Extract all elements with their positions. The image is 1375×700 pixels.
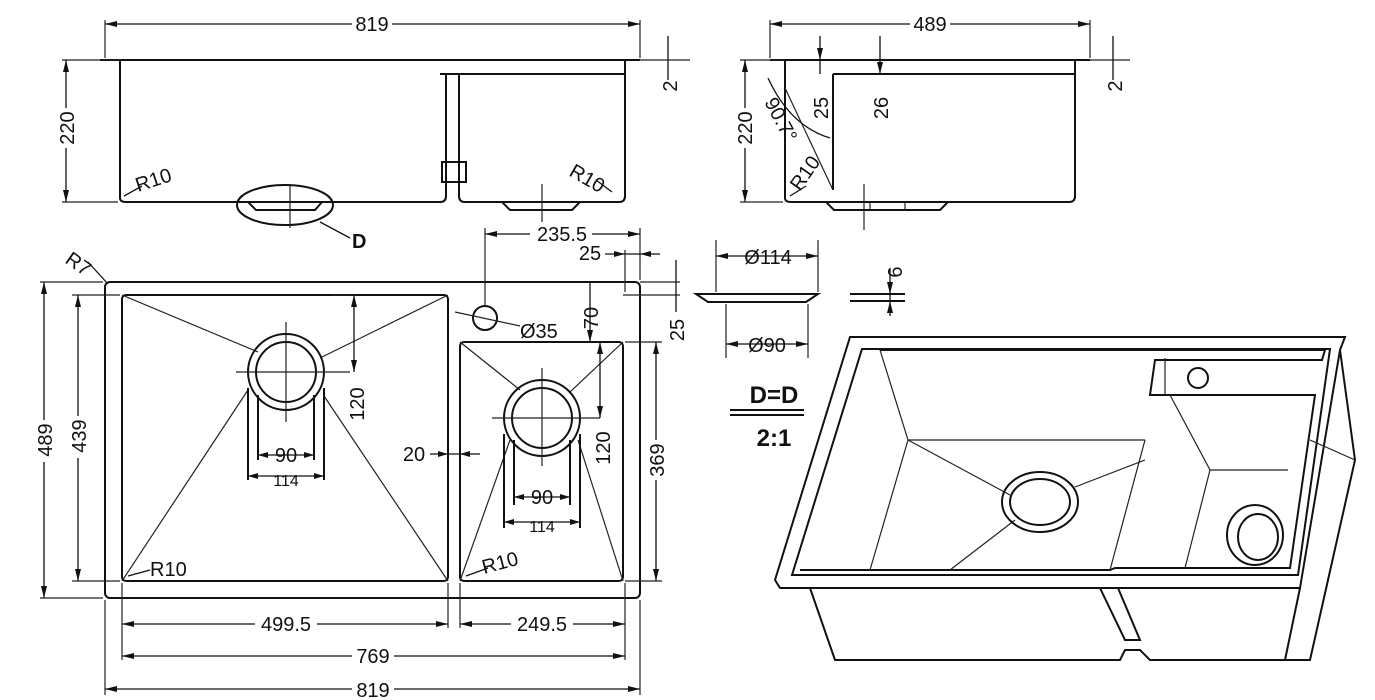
front-height-label: 220 [57,111,79,144]
plan-divider-label: 20 [403,444,425,466]
plan-outer-depth-label: 489 [35,423,57,456]
side-dim-26-label: 26 [871,97,893,119]
detail-title-label: D=D [750,382,799,409]
detail-scale-label: 2:1 [757,425,792,452]
plan-tap-diameter-label: Ø35 [520,321,558,343]
front-width-label: 819 [355,14,388,36]
front-flange-label: 2 [660,80,682,91]
section-marker-label: D [352,231,366,253]
side-radius-label: R10 [786,152,825,195]
side-dim-25-label: 25 [811,97,833,119]
side-flange-label: 2 [1105,80,1127,91]
plan-large-drain-inner-label: 90 [275,445,297,467]
plan-tap-edge-label: 25 [579,243,601,265]
drain-detail: Ø114 Ø90 6 D=D 2:1 [692,240,907,452]
plan-tap-top-label: 25 [667,319,689,341]
plan-small-radius-label: R10 [480,548,521,579]
plan-large-drain-offset-label: 120 [347,387,369,420]
front-elevation: 819 220 2 R10 R10 D [55,12,690,253]
side-height-label: 220 [735,111,757,144]
side-elevation: 489 220 2 25 26 90.7° R10 [734,12,1130,230]
detail-outer-diameter-label: Ø114 [744,247,791,269]
front-radius-right-label: R10 [566,160,609,197]
front-radius-left-label: R10 [133,164,175,196]
plan-large-width-label: 499.5 [261,614,311,636]
detail-inner-diameter-label: Ø90 [748,335,786,357]
detail-depth-label: 6 [885,266,907,277]
plan-small-top-label: 70 [581,307,603,329]
side-angle-label: 90.7° [760,94,801,146]
plan-large-drain-outer-label: 114 [273,473,299,490]
plan-inner-total-label: 769 [356,646,389,668]
isometric-sink-view [773,336,1357,661]
plan-small-drain-offset-label: 120 [593,431,615,464]
plan-small-drain-outer-label: 114 [529,519,555,536]
plan-outer-total-label: 819 [356,680,389,700]
side-width-label: 489 [913,14,946,36]
plan-small-width-label: 249.5 [517,614,567,636]
plan-small-drain-inner-label: 90 [531,487,553,509]
plan-corner-radius-label: R7 [61,248,95,281]
plan-inner-depth-label: 439 [69,419,91,452]
plan-view: 90 114 120 90 114 12 [33,222,689,700]
plan-large-radius-label: R10 [150,559,187,581]
plan-small-depth-label: 369 [647,443,669,476]
plan-tap-offset-label: 235.5 [537,224,587,246]
